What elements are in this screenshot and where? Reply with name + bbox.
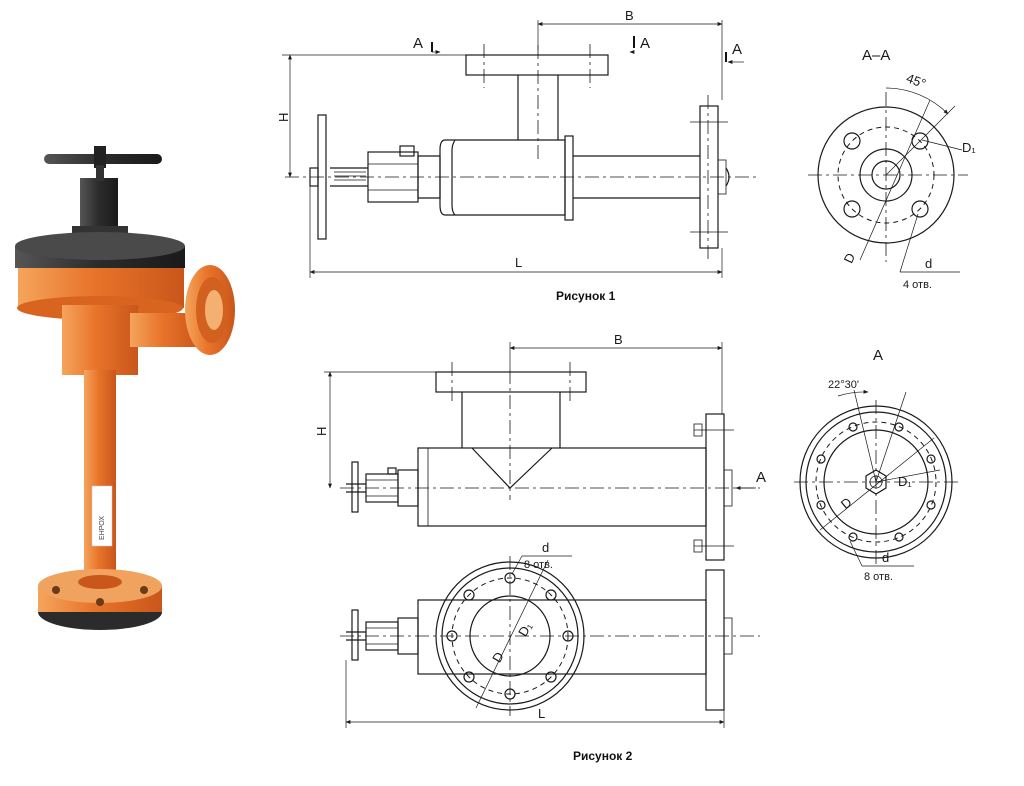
valve-body (62, 305, 138, 375)
handwheel-icon (44, 146, 162, 238)
product-label-text: ЕНРОХ (99, 516, 106, 540)
view-holes-d-label: d (882, 550, 889, 565)
section-holes-d-label: d (925, 256, 932, 271)
caption-figure-2: Рисунок 2 (573, 749, 633, 763)
view-holes-count-label: 8 отв. (864, 571, 893, 583)
section-a-a-title: A–A (862, 47, 890, 64)
side-outlet (130, 265, 235, 355)
fig2-dim-l-label: L (538, 706, 545, 721)
plan-holes-count-label: 8 отв. (524, 559, 553, 571)
cut-mark-a-left: A (413, 35, 423, 52)
section-d-label: D (841, 251, 859, 266)
product-label (91, 485, 113, 547)
dim-l-label: L (515, 255, 522, 270)
valve-photo: ЕНРОХ (15, 146, 235, 630)
fig2-dim-h-label: H (314, 427, 329, 436)
section-angle-label: 45° (904, 70, 928, 91)
figure-1: B H L A A A Рисунок 1 A–A (276, 8, 976, 303)
fig2-dim-b-label: B (614, 332, 623, 347)
fig2-view-mark: A (756, 469, 766, 486)
dim-b-label: B (625, 8, 634, 23)
plan-holes-d-label: d (542, 540, 549, 555)
cut-mark-a-end: A (732, 41, 742, 58)
view-angle-label: 22°30' (828, 379, 859, 391)
cut-mark-a-right: A (640, 35, 650, 52)
plan-d-label: D (489, 649, 507, 665)
view-a-title: A (873, 347, 883, 364)
section-d1-label: D₁ (962, 140, 976, 155)
bottom-flange (38, 569, 162, 630)
view-d-label: D (838, 494, 855, 512)
view-d1-label: D₁ (898, 474, 912, 489)
section-a-a: A–A 45° D₁ D d 4 отв. (808, 47, 976, 291)
dim-h-label: H (276, 113, 291, 122)
caption-figure-1: Рисунок 1 (556, 289, 616, 303)
view-a: A 22°30' D₁ D d (794, 347, 960, 583)
figure-2: B H A (314, 332, 960, 763)
section-holes-count-label: 4 отв. (903, 279, 932, 291)
